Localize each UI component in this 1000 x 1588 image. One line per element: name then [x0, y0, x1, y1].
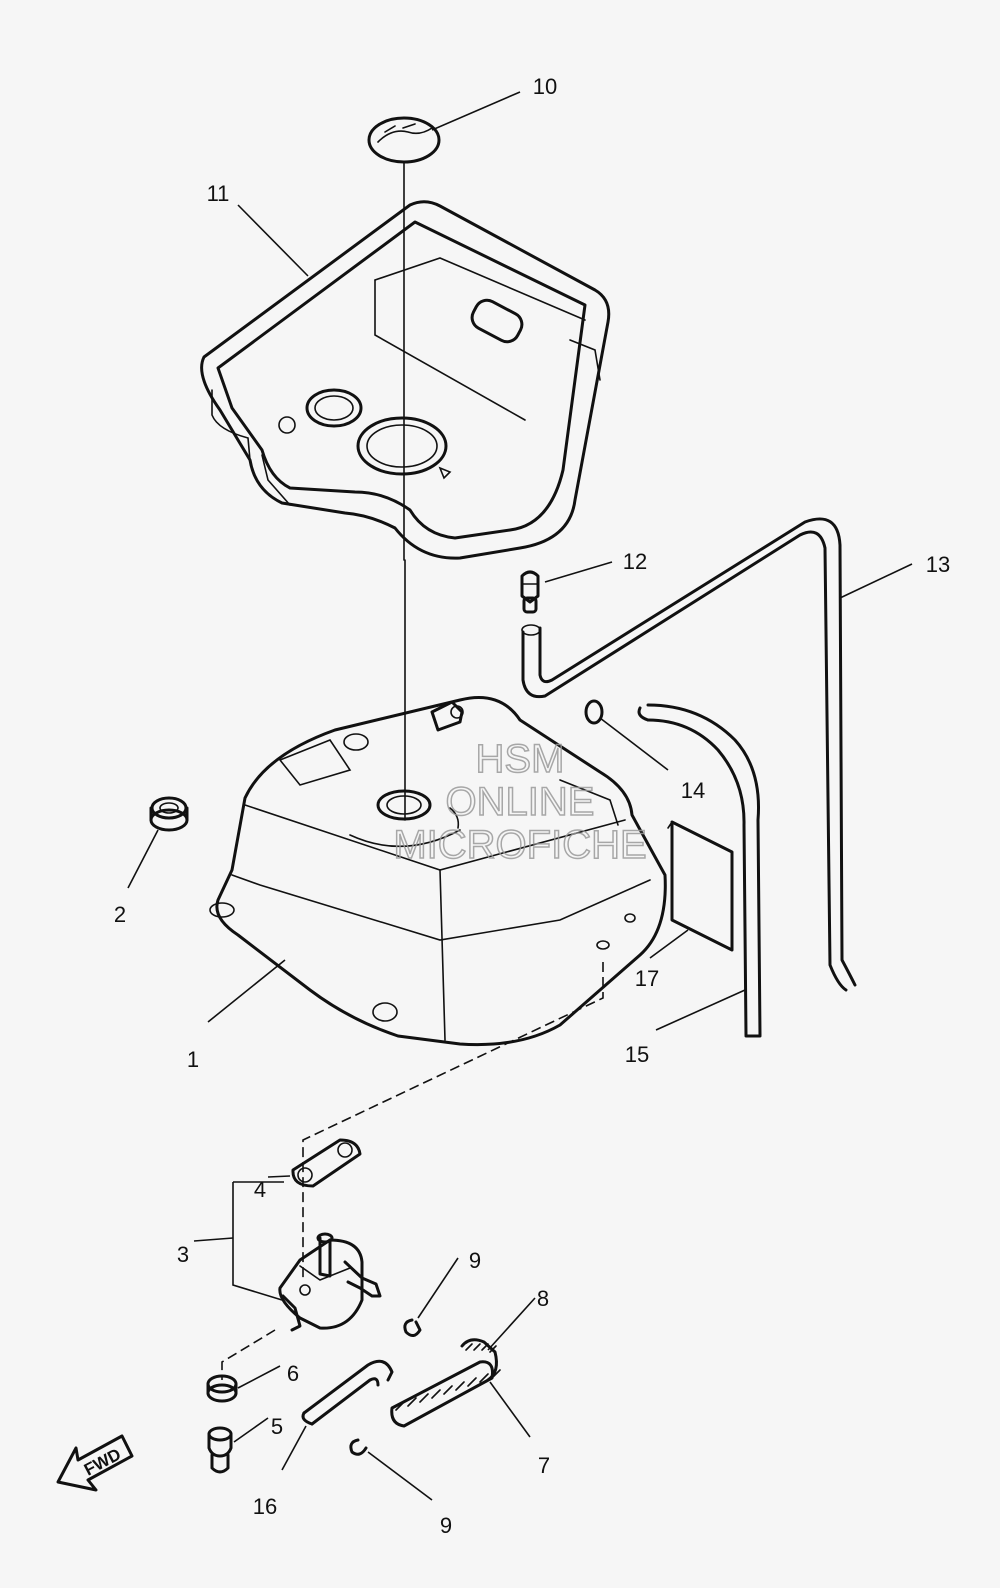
part-4-gasket	[291, 1138, 362, 1188]
part-13-breather-hose	[521, 517, 857, 992]
watermark: HSM ONLINE MICROFICHE	[393, 736, 648, 868]
callout-13: 13	[926, 552, 950, 577]
callout-10: 10	[533, 74, 557, 99]
leader-lines	[127, 91, 913, 1501]
part-15-drain-hose	[637, 703, 762, 1038]
part-17-pad	[667, 820, 734, 952]
callout-16: 16	[253, 1494, 277, 1519]
part-2-grommet	[149, 796, 189, 832]
part-8-hose	[460, 1338, 498, 1382]
part-12-fitting	[520, 570, 540, 614]
callout-9-upper: 9	[469, 1248, 481, 1273]
callout-17: 17	[635, 966, 659, 991]
callout-11: 11	[207, 181, 230, 206]
callout-4: 4	[254, 1177, 266, 1202]
callout-8: 8	[537, 1286, 549, 1311]
callout-1: 1	[187, 1047, 199, 1072]
callouts: 10 11 12 13 14 17 15 2 1 4 3 9 8 6 5 7 1…	[114, 74, 950, 1538]
part-9-clip-lower	[349, 1438, 368, 1456]
part-9-clip-upper	[403, 1318, 422, 1337]
part-3-fuel-cock	[278, 1232, 382, 1332]
callout-7: 7	[538, 1453, 550, 1478]
part-11-tray	[200, 200, 611, 560]
part-7-spring	[390, 1360, 501, 1428]
part-5-bolt	[207, 1426, 233, 1474]
forward-direction-arrow-icon: FWD	[56, 1434, 134, 1492]
part-1-fuel-tank	[209, 559, 667, 1047]
assembly-lines	[221, 962, 604, 1380]
part-14-clip	[584, 699, 604, 725]
callout-14: 14	[681, 778, 705, 803]
part-16-hose	[301, 1359, 394, 1426]
callout-12: 12	[623, 549, 647, 574]
callout-6: 6	[287, 1361, 299, 1386]
watermark-line-3: MICROFICHE	[393, 823, 646, 867]
callout-3: 3	[177, 1242, 189, 1267]
callout-9-lower: 9	[440, 1513, 452, 1538]
callout-15: 15	[625, 1042, 649, 1067]
callout-5: 5	[271, 1414, 283, 1439]
watermark-line-1: HSM	[476, 737, 565, 781]
callout-2: 2	[114, 902, 126, 927]
fwd-label: FWD	[81, 1445, 124, 1480]
watermark-line-2: ONLINE	[446, 780, 595, 824]
